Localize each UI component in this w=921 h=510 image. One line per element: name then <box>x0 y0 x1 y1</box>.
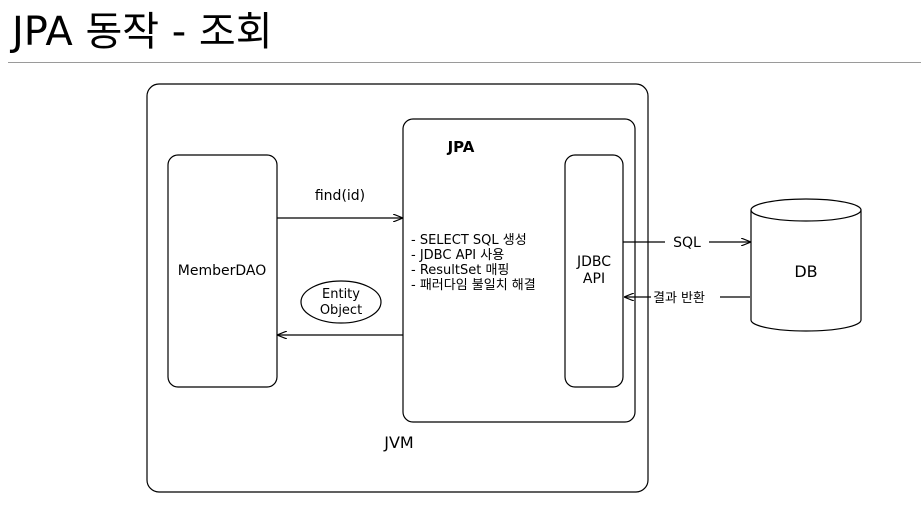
sql-arrow-label: SQL <box>673 235 701 251</box>
title-divider <box>8 62 921 63</box>
jpa-step-1: - SELECT SQL 생성 <box>411 233 527 248</box>
entity-object-line2: Object <box>320 303 362 318</box>
jpa-label: JPA <box>447 138 475 156</box>
member-dao-label: MemberDAO <box>178 263 266 279</box>
jvm-box <box>146 83 649 493</box>
db-cylinder <box>750 198 862 332</box>
jdbc-api-label-line2: API <box>583 271 605 287</box>
find-arrow-label: find(id) <box>315 188 365 204</box>
jpa-box <box>402 118 636 423</box>
jpa-step-3: - ResultSet 매핑 <box>411 263 509 278</box>
jvm-label: JVM <box>383 433 413 452</box>
jdbc-api-box <box>564 154 624 388</box>
result-arrow-label: 결과 반환 <box>653 291 705 306</box>
jpa-step-2: - JDBC API 사용 <box>411 248 504 263</box>
jpa-step-4: - 패러다임 불일치 해결 <box>411 278 536 293</box>
jdbc-api-label-line1: JDBC <box>576 254 611 270</box>
entity-object-line1: Entity <box>322 287 360 302</box>
db-label: DB <box>794 262 817 281</box>
entity-object-ellipse <box>300 280 382 324</box>
member-dao-box <box>167 154 278 388</box>
page-title: JPA 동작 - 조회 <box>12 9 273 55</box>
